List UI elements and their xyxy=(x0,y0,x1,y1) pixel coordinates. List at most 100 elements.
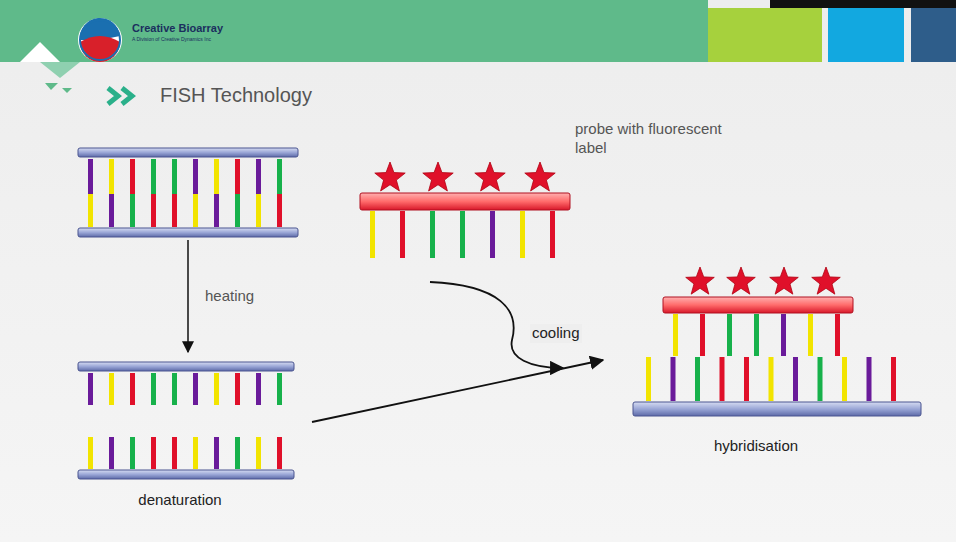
base-bar xyxy=(193,159,198,194)
base-bar xyxy=(235,437,240,469)
base-bar xyxy=(193,437,198,469)
strand xyxy=(78,228,298,237)
fluorescent-star xyxy=(770,267,799,294)
base-bar xyxy=(277,194,282,227)
base-bar xyxy=(172,373,177,405)
base-bar xyxy=(867,357,872,401)
base-bar xyxy=(769,357,774,401)
merge-arrow xyxy=(312,360,603,422)
base-bar xyxy=(256,373,261,405)
base-bar xyxy=(88,373,93,405)
base-bar xyxy=(172,194,177,227)
fluorescent-star xyxy=(686,267,715,294)
base-bar xyxy=(214,437,219,469)
deco-triangle xyxy=(45,83,58,90)
step-label: denaturation xyxy=(138,491,221,510)
base-bar xyxy=(109,373,114,405)
header-block xyxy=(770,0,956,8)
base-bar xyxy=(88,437,93,469)
base-bar xyxy=(808,314,813,356)
base-bar xyxy=(172,437,177,469)
base-bar xyxy=(671,357,676,401)
step-label: hybridisation xyxy=(714,437,798,456)
header-bar xyxy=(0,0,708,62)
base-bar xyxy=(193,194,198,227)
base-bar xyxy=(842,357,847,401)
deco-triangle xyxy=(62,88,72,93)
base-bar xyxy=(550,211,555,258)
base-bar xyxy=(214,373,219,405)
base-bar xyxy=(193,373,198,405)
probe-label: probe with fluorescent label xyxy=(575,120,725,158)
base-bar xyxy=(88,194,93,227)
header-block xyxy=(828,8,904,62)
strand xyxy=(78,148,298,157)
header-block xyxy=(708,8,822,62)
base-bar xyxy=(277,373,282,405)
base-bar xyxy=(277,437,282,469)
base-bar xyxy=(744,357,749,401)
base-bar xyxy=(214,194,219,227)
heating-arrow xyxy=(187,240,189,352)
strand xyxy=(78,362,294,371)
base-bar xyxy=(673,314,678,356)
fluorescent-star xyxy=(812,267,841,294)
chevron-icon xyxy=(108,88,132,104)
base-bar xyxy=(151,437,156,469)
fluorescent-star xyxy=(375,162,405,191)
base-bar xyxy=(151,373,156,405)
brand-subtitle: A Division of Creative Dynamics Inc xyxy=(132,36,211,42)
base-bar xyxy=(151,194,156,227)
header-block xyxy=(911,8,956,62)
base-bar xyxy=(256,159,261,194)
base-bar xyxy=(754,314,759,356)
base-bar xyxy=(727,314,732,356)
base-bar xyxy=(109,437,114,469)
logo-icon xyxy=(78,18,122,62)
strand xyxy=(663,297,853,313)
base-bar xyxy=(88,159,93,194)
base-bar xyxy=(460,211,465,258)
base-bar xyxy=(891,357,896,401)
base-bar xyxy=(835,314,840,356)
base-bar xyxy=(646,357,651,401)
base-bar xyxy=(130,437,135,469)
base-bar xyxy=(818,357,823,401)
base-bar xyxy=(370,211,375,258)
base-bar xyxy=(214,159,219,194)
step-label: heating xyxy=(205,287,254,306)
base-bar xyxy=(400,211,405,258)
base-bar xyxy=(720,357,725,401)
base-bar xyxy=(235,194,240,227)
base-bar xyxy=(130,159,135,194)
fluorescent-star xyxy=(475,162,505,191)
base-bar xyxy=(109,194,114,227)
base-bar xyxy=(793,357,798,401)
base-bar xyxy=(520,211,525,258)
base-bar xyxy=(430,211,435,258)
base-bar xyxy=(130,194,135,227)
base-bar xyxy=(151,159,156,194)
base-bar xyxy=(256,437,261,469)
fluorescent-star xyxy=(525,162,555,191)
deco-triangle xyxy=(40,62,80,78)
brand-name: Creative Bioarray xyxy=(132,22,223,36)
strand xyxy=(360,193,570,210)
base-bar xyxy=(109,159,114,194)
strand xyxy=(78,470,294,479)
base-bar xyxy=(256,194,261,227)
base-bar xyxy=(490,211,495,258)
fluorescent-star xyxy=(423,162,453,191)
base-bar xyxy=(235,159,240,194)
base-bar xyxy=(235,373,240,405)
base-bar xyxy=(695,357,700,401)
base-bar xyxy=(700,314,705,356)
fluorescent-star xyxy=(727,267,756,294)
deco-triangle xyxy=(20,42,60,62)
strand xyxy=(633,402,921,416)
base-bar xyxy=(781,314,786,356)
base-bar xyxy=(172,159,177,194)
page-title: FISH Technology xyxy=(160,84,312,107)
base-bar xyxy=(130,373,135,405)
